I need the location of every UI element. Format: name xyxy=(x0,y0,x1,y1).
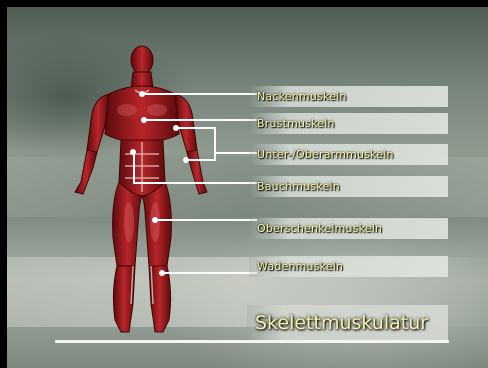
leader-line xyxy=(185,159,216,161)
leader-line xyxy=(142,93,257,95)
leader-line xyxy=(144,119,257,121)
connector-dot xyxy=(159,270,165,276)
leader-line xyxy=(162,272,257,274)
label-calf-muscles: Wadenmuskeln xyxy=(249,256,448,277)
connector-dot xyxy=(139,91,145,97)
anatomy-screen: Nackenmuskeln Brustmuskeln Unter-/Oberar… xyxy=(7,7,488,368)
leader-line xyxy=(214,127,216,160)
connector-dot xyxy=(183,157,189,163)
leader-line xyxy=(133,182,257,184)
label-text: Nackenmuskeln xyxy=(257,86,347,107)
connector-dot xyxy=(173,125,179,131)
label-abdominal-muscles: Bauchmuskeln xyxy=(249,176,448,197)
connector-dot xyxy=(152,217,158,223)
topic-title: Skelettmuskulatur xyxy=(247,305,448,341)
title-text: Skelettmuskulatur xyxy=(255,312,428,334)
label-arm-muscles: Unter-/Oberarmmuskeln xyxy=(249,144,448,165)
label-thigh-muscles: Oberschenkelmuskeln xyxy=(249,218,448,239)
connector-dot xyxy=(141,117,147,123)
label-neck-muscles: Nackenmuskeln xyxy=(249,86,448,107)
label-text: Brustmuskeln xyxy=(257,113,335,134)
label-text: Bauchmuskeln xyxy=(257,176,340,197)
floor-line xyxy=(55,340,449,343)
muscle-figure xyxy=(47,42,237,342)
label-text: Unter-/Oberarmmuskeln xyxy=(257,144,394,165)
label-text: Wadenmuskeln xyxy=(257,256,343,277)
connector-dot xyxy=(130,149,136,155)
leader-line xyxy=(175,127,215,129)
figure-body xyxy=(75,46,207,332)
leader-line xyxy=(155,219,257,221)
label-text: Oberschenkelmuskeln xyxy=(257,218,382,239)
leader-line xyxy=(133,152,135,182)
label-chest-muscles: Brustmuskeln xyxy=(249,113,448,134)
